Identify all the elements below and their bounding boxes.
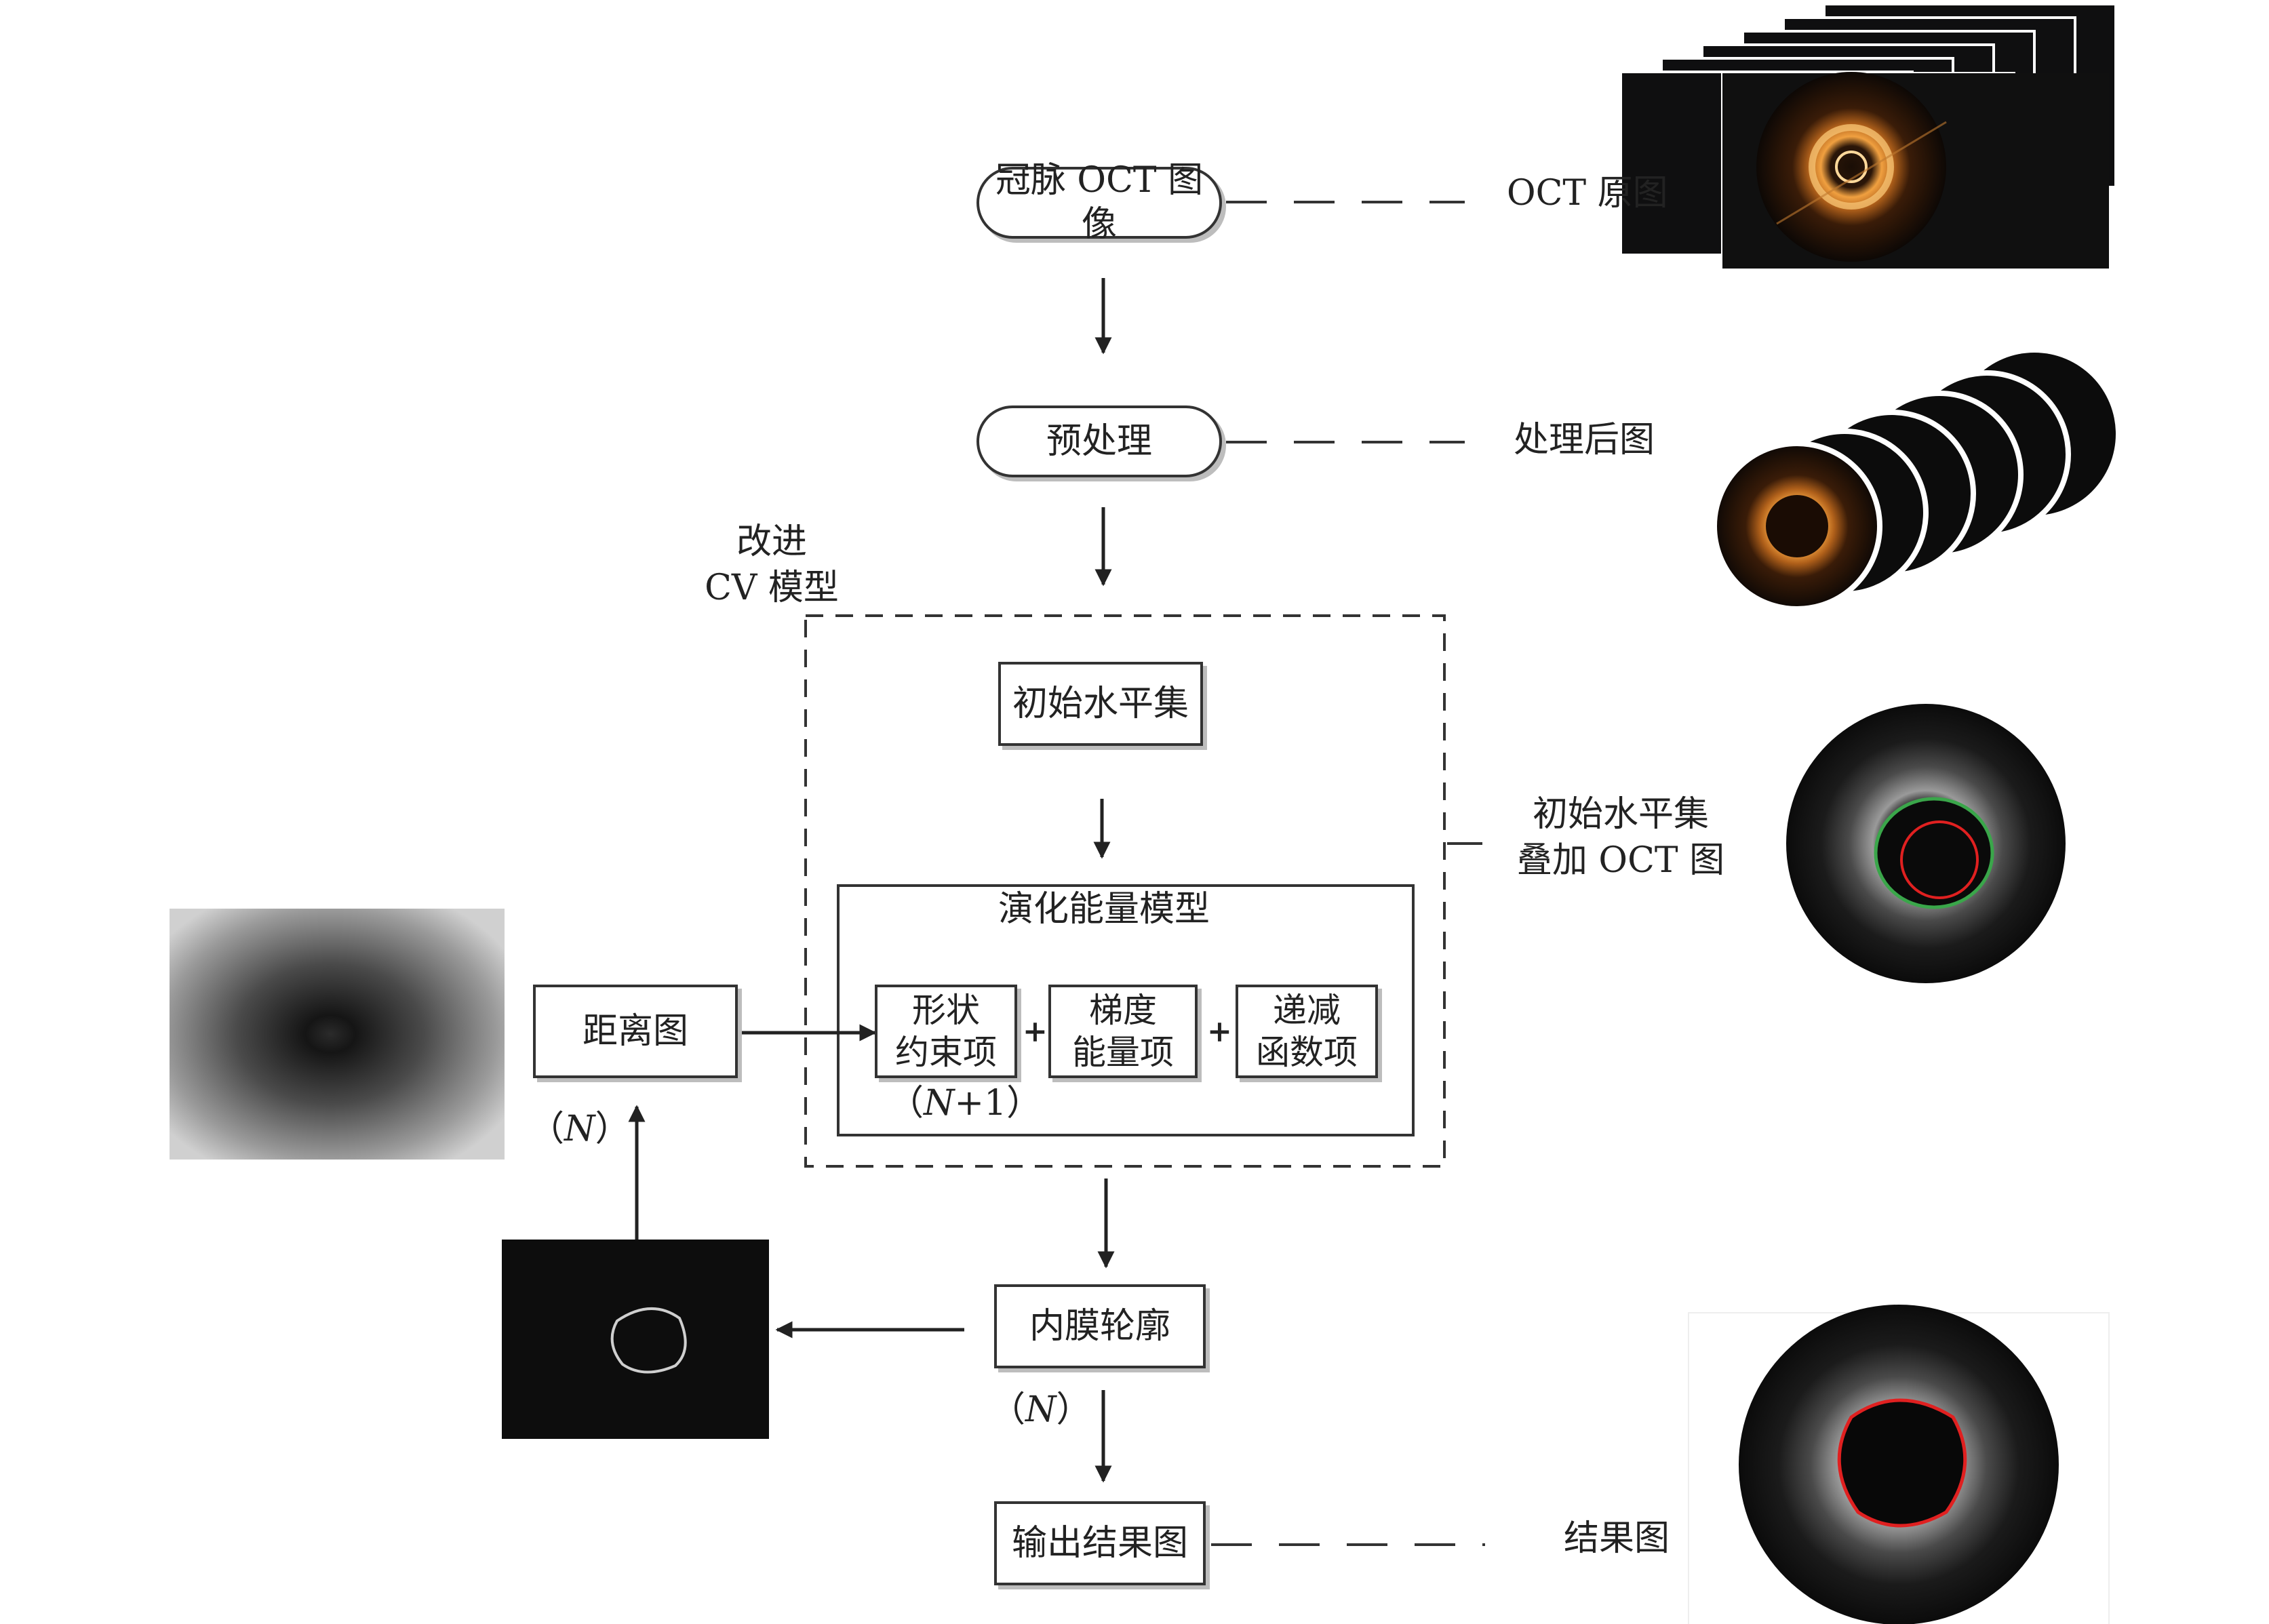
overlay-label: 初始水平集 叠加 OCT 图	[1505, 792, 1736, 884]
intima-contour-node: 内膜轮廓	[994, 1284, 1206, 1368]
oct-input-node: 冠脉 OCT 图像	[976, 160, 1222, 245]
n-loop-var: N	[564, 1109, 595, 1149]
group-label: 改进 CV 模型	[704, 519, 840, 611]
cv-model-group-frame	[804, 614, 1446, 1168]
shape-term-line2: 约束项	[895, 1033, 997, 1072]
decay-term-line2: 函数项	[1256, 1033, 1358, 1072]
distance-map-image	[170, 909, 505, 1160]
group-label-line2: CV 模型	[705, 567, 839, 608]
n-out-open: （	[990, 1389, 1026, 1430]
plus-sign-2: +	[1207, 1014, 1232, 1049]
overlay-label-line2: 叠加 OCT 图	[1516, 839, 1725, 881]
result-label: 结果图	[1564, 1518, 1670, 1559]
decay-term-line1: 递减	[1273, 990, 1341, 1030]
iteration-label-n-output: （N）	[990, 1387, 1092, 1433]
preprocess-node: 预处理	[976, 405, 1222, 477]
n-out-var: N	[1025, 1389, 1057, 1430]
overlay-label-line1: 初始水平集	[1532, 794, 1709, 835]
n-out-close: ）	[1056, 1389, 1092, 1430]
n1-close: +1）	[954, 1083, 1042, 1124]
n-loop-close: ）	[595, 1109, 631, 1149]
evolution-model-title: 演化能量模型	[998, 889, 1210, 930]
gradient-term-line2: 能量项	[1072, 1033, 1174, 1072]
gradient-term-line1: 梯度	[1089, 990, 1157, 1030]
iteration-label-n-plus-1: （N+1）	[888, 1081, 1042, 1127]
gradient-energy-term: 梯度 能量项	[1048, 985, 1198, 1078]
overlay-image	[1786, 704, 2066, 983]
oct-original-label: OCT 原图	[1507, 173, 1668, 214]
shape-term-line1: 形状	[912, 990, 980, 1030]
distance-map-node: 距离图	[533, 985, 738, 1078]
n1-var: N	[924, 1083, 955, 1124]
output-result-node: 输出结果图	[994, 1501, 1206, 1585]
iteration-label-n-loop: （N）	[529, 1107, 631, 1153]
contour-edge-image	[502, 1240, 769, 1439]
n1-open: （	[888, 1083, 924, 1124]
oct-original-image-stack	[1619, 3, 2117, 271]
n-loop-open: （	[529, 1109, 565, 1149]
processed-label: 处理后图	[1514, 420, 1655, 460]
processed-image-stack	[1712, 353, 2116, 612]
group-label-line1: 改进	[736, 521, 807, 562]
shape-constraint-term: 形状 约束项	[875, 985, 1017, 1078]
decay-function-term: 递减 函数项	[1236, 985, 1378, 1078]
plus-sign-1: +	[1023, 1014, 1048, 1049]
result-image	[1739, 1305, 2059, 1624]
initial-level-set-node: 初始水平集	[998, 662, 1203, 746]
